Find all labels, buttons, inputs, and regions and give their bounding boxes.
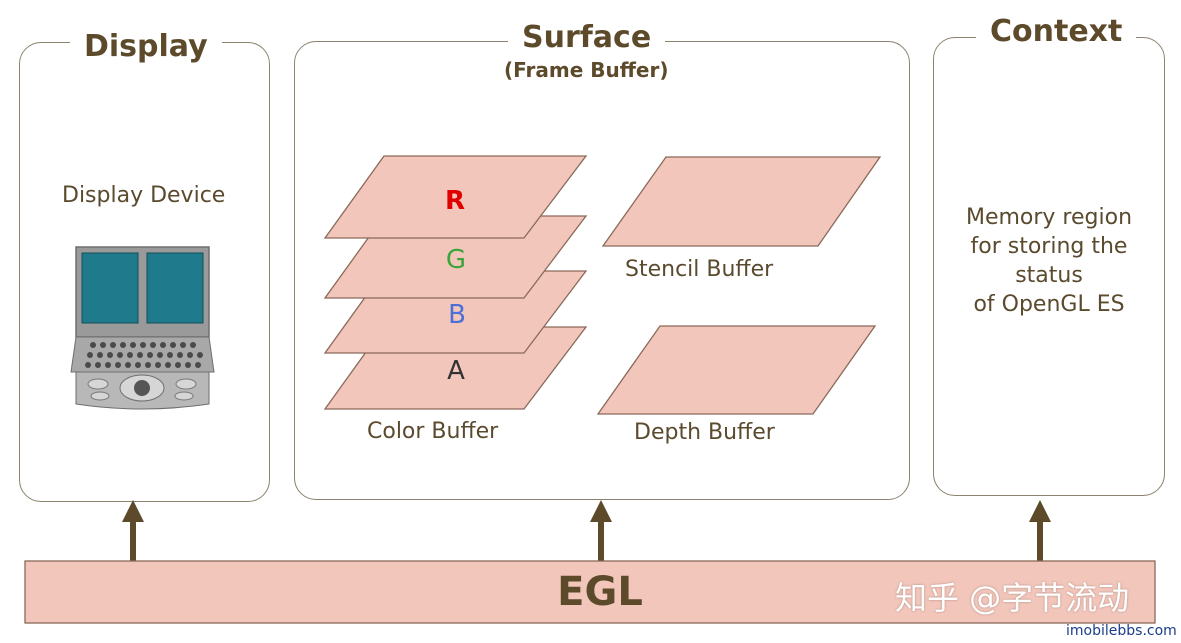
display-device-label: Display Device [62, 183, 226, 208]
color-buffer-label: Color Buffer [367, 419, 499, 444]
arrow-to-display [122, 500, 144, 562]
egl-bar [24, 560, 1156, 624]
context-panel [933, 37, 1165, 496]
surface-title: Surface [508, 20, 666, 55]
channel-a-label: A [447, 356, 465, 386]
arrow-to-surface [590, 500, 612, 562]
context-line-3: of OpenGL ES [973, 292, 1125, 317]
context-line-1: Memory region [965, 205, 1133, 230]
channel-b-label: B [448, 300, 466, 330]
channel-r-label: R [445, 186, 465, 216]
channel-g-label: G [446, 245, 466, 275]
arrow-to-context [1029, 500, 1051, 562]
egl-label: EGL [557, 569, 643, 615]
surface-subtitle: (Frame Buffer) [496, 58, 677, 82]
display-device-icon [70, 246, 215, 410]
stencil-buffer-plane [601, 156, 882, 247]
depth-buffer-label: Depth Buffer [634, 420, 775, 445]
watermark: 知乎 @字节流动 [895, 579, 1130, 617]
context-description: Memory region for storing the status of … [935, 203, 1163, 319]
plane-r [323, 155, 588, 239]
context-line-2: for storing the status [970, 234, 1128, 288]
context-title: Context [976, 14, 1137, 49]
depth-buffer-plane [596, 325, 877, 415]
display-title: Display [70, 29, 222, 64]
source-credit: imobilebbs.com [1066, 623, 1177, 639]
stencil-buffer-label: Stencil Buffer [625, 257, 774, 282]
